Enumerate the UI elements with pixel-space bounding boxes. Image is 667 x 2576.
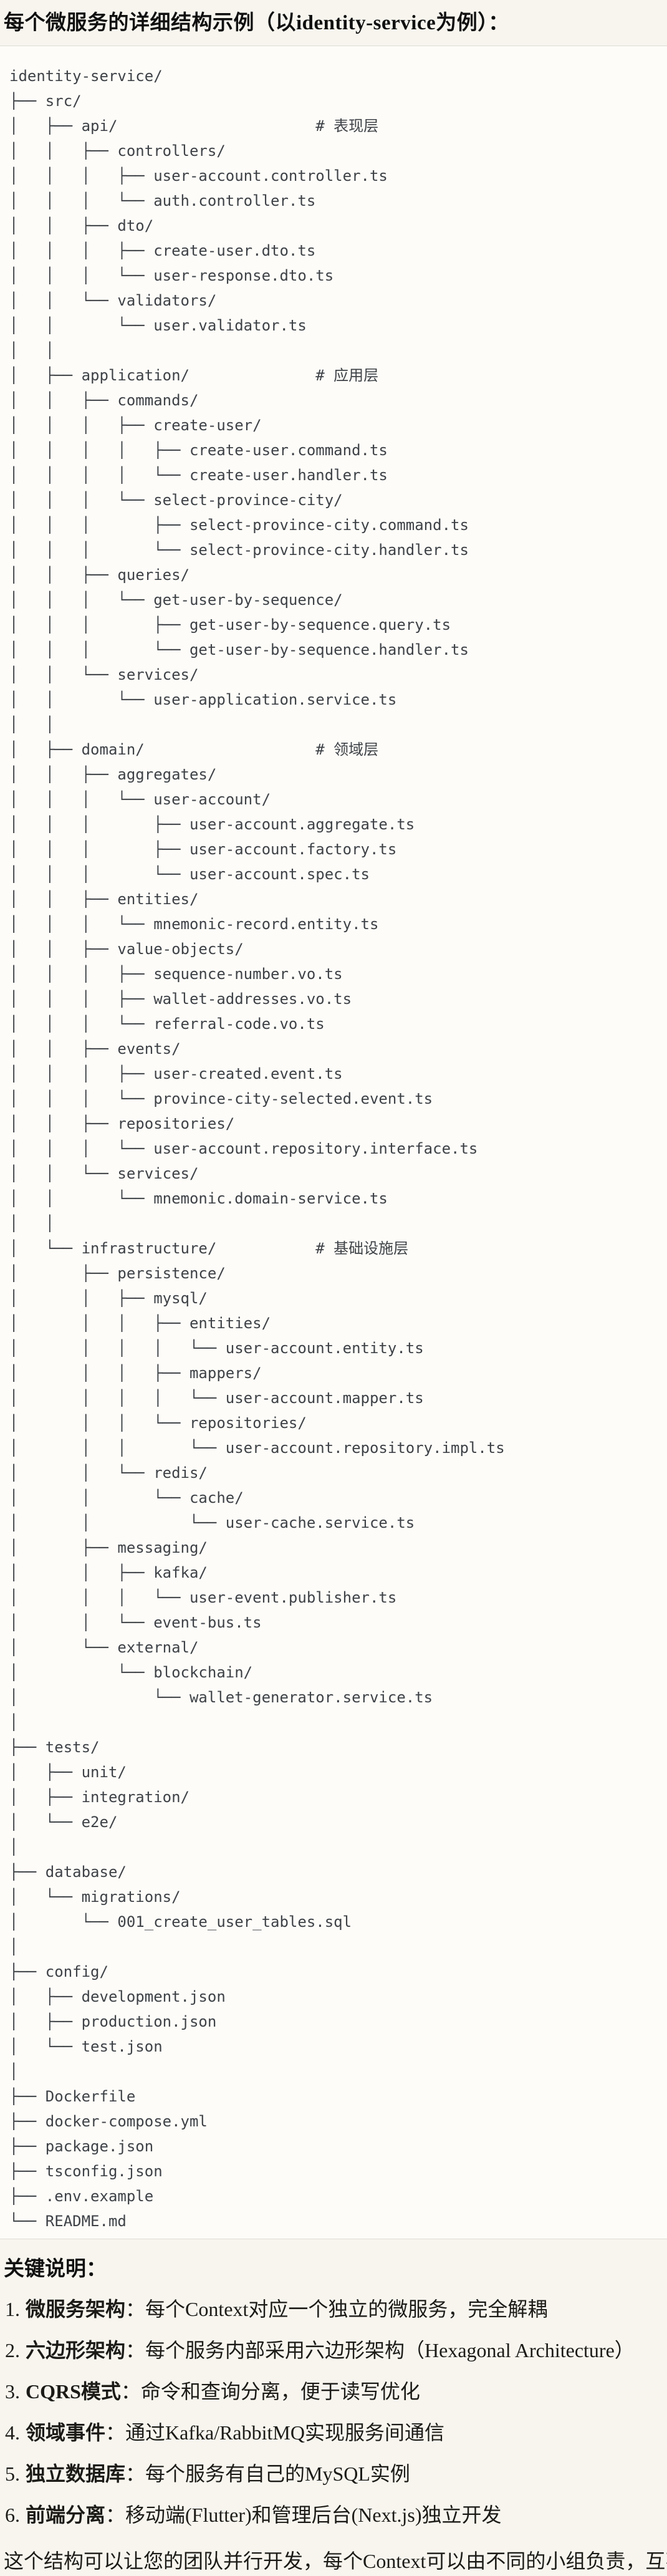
page-title: 每个微服务的详细结构示例（以identity-service为例）： [4, 12, 509, 34]
directory-tree-code-block: identity-service/ ├── src/ │ ├── api/ # … [0, 46, 667, 2239]
note-text: ：每个服务有自己的MySQL实例 [125, 2463, 410, 2485]
note-number: 1. [5, 2298, 20, 2320]
note-number: 5. [5, 2463, 20, 2485]
note-item-hexagonal: 2. 六边形架构：每个服务内部采用六边形架构（Hexagonal Architec… [5, 2335, 663, 2365]
directory-tree-text: identity-service/ ├── src/ │ ├── api/ # … [9, 67, 505, 2230]
note-label: 前端分离 [26, 2504, 106, 2526]
note-label: 领域事件 [26, 2421, 106, 2444]
note-number: 6. [5, 2504, 20, 2526]
note-label: 微服务架构 [26, 2298, 126, 2320]
note-item-frontend-separation: 6. 前端分离：移动端(Flutter)和管理后台(Next.js)独立开发 [5, 2500, 663, 2530]
note-text: ：命令和查询分离，便于读写优化 [120, 2380, 420, 2403]
note-text: ：每个服务内部采用六边形架构（Hexagonal Architecture） [125, 2339, 635, 2361]
note-item-cqrs: 3. CQRS模式：命令和查询分离，便于读写优化 [5, 2376, 663, 2406]
note-label: 独立数据库 [26, 2463, 126, 2485]
closing-paragraph: 这个结构可以让您的团队并行开发，每个Context可以由不同的小组负责，互不干扰… [4, 2550, 667, 2572]
note-item-independent-db: 5. 独立数据库：每个服务有自己的MySQL实例 [5, 2459, 663, 2489]
note-number: 4. [5, 2421, 20, 2444]
note-number: 2. [5, 2339, 20, 2361]
note-label: 六边形架构 [26, 2339, 126, 2361]
notes-list: 1. 微服务架构：每个Context对应一个独立的微服务，完全解耦 2. 六边形架构… [4, 2294, 663, 2530]
note-item-microservice: 1. 微服务架构：每个Context对应一个独立的微服务，完全解耦 [5, 2294, 663, 2324]
note-item-domain-events: 4. 领域事件：通过Kafka/RabbitMQ实现服务间通信 [5, 2418, 663, 2448]
note-text: ：通过Kafka/RabbitMQ实现服务间通信 [105, 2421, 444, 2444]
note-text: ：移动端(Flutter)和管理后台(Next.js)独立开发 [105, 2504, 502, 2526]
note-number: 3. [5, 2380, 20, 2403]
notes-heading: 关键说明： [4, 2258, 107, 2280]
note-text: ：每个Context对应一个独立的微服务，完全解耦 [125, 2298, 548, 2320]
note-label: CQRS模式 [26, 2380, 121, 2403]
